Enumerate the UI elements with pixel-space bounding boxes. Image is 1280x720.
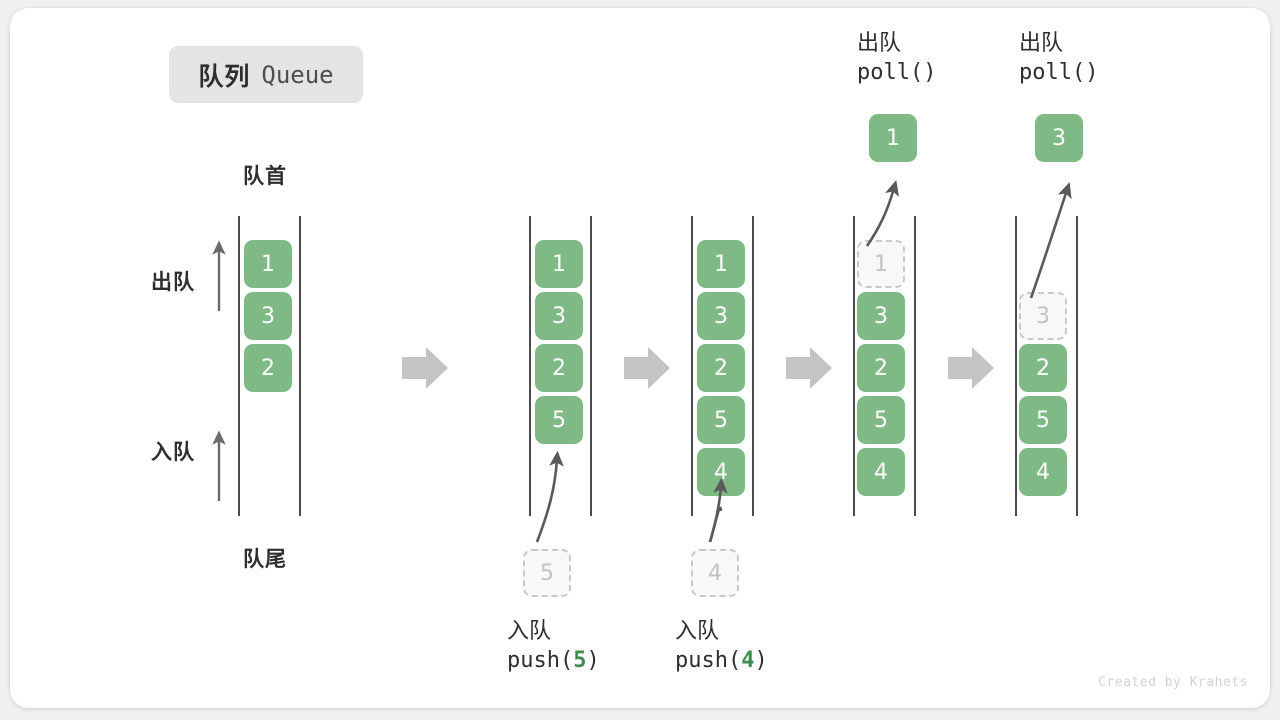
outgoing-ghost-cell: 3	[1019, 292, 1067, 340]
queue-cell: 5	[1019, 396, 1067, 444]
queue-cell: 2	[535, 344, 583, 392]
rail-left-col3	[691, 216, 693, 516]
step-arrow-2	[624, 347, 670, 389]
diagram-stage: 队列 Queue 队首 队尾 出队 入队 1 3 2 1 3 2 5 5 入队 …	[10, 8, 1270, 708]
dequeue-side-label: 出队	[151, 270, 195, 294]
queue-cell: 5	[535, 396, 583, 444]
rail-left-col1	[238, 216, 240, 516]
enqueue-caption-cn: 入队	[507, 619, 552, 644]
step-arrow-3	[786, 347, 832, 389]
title-cn: 队列	[198, 61, 251, 91]
dequeue-caption-1: 出队 poll()	[857, 30, 936, 87]
queue-cell: 2	[697, 344, 745, 392]
code-post: )	[923, 59, 937, 85]
rail-left-col4	[853, 216, 855, 516]
dequeue-caption-code: poll()	[857, 59, 936, 88]
diagram-card: 队列 Queue 队首 队尾 出队 入队 1 3 2 1 3 2 5 5 入队 …	[10, 8, 1270, 708]
queue-cell: 2	[244, 344, 292, 392]
code-pre: poll(	[1019, 59, 1086, 85]
step-arrow-4	[948, 347, 994, 389]
queue-cell: 4	[1019, 448, 1067, 496]
code-pre: push(	[675, 647, 742, 673]
rail-right-col3	[752, 216, 754, 516]
rail-right-col4	[914, 216, 916, 516]
rail-left-col2	[529, 216, 531, 516]
enqueue-caption-4: 入队 push(4)	[675, 618, 768, 675]
watermark: Created by Krahets	[1098, 675, 1248, 690]
enqueue-side-label: 入队	[151, 440, 195, 464]
queue-head-label: 队首	[243, 164, 287, 188]
outgoing-ghost-cell: 1	[857, 240, 905, 288]
code-pre: poll(	[857, 59, 924, 85]
code-num: 5	[573, 647, 587, 673]
rail-right-col5	[1076, 216, 1078, 516]
code-num: 4	[741, 647, 755, 673]
queue-cell: 4	[857, 448, 905, 496]
queue-cell: 1	[244, 240, 292, 288]
enqueue-caption-code: push(5)	[507, 647, 600, 676]
code-post: )	[586, 647, 600, 673]
dequeue-caption-3: 出队 poll()	[1019, 30, 1098, 87]
dequeue-caption-cn: 出队	[857, 31, 902, 56]
rail-left-col5	[1015, 216, 1017, 516]
code-pre: push(	[507, 647, 574, 673]
queue-cell: 2	[857, 344, 905, 392]
enqueue-caption-5: 入队 push(5)	[507, 618, 600, 675]
step-arrow-1	[402, 347, 448, 389]
rail-right-col2	[590, 216, 592, 516]
queue-cell: 5	[857, 396, 905, 444]
enqueue-caption-code: push(4)	[675, 647, 768, 676]
arrow-overlay	[212, 179, 1072, 543]
polled-cell: 3	[1035, 114, 1083, 162]
title-badge: 队列 Queue	[169, 46, 363, 103]
queue-cell: 3	[857, 292, 905, 340]
polled-cell: 1	[869, 114, 917, 162]
code-post: )	[754, 647, 768, 673]
push-5-arrow	[535, 450, 564, 543]
code-post: )	[1085, 59, 1099, 85]
queue-cell: 1	[697, 240, 745, 288]
queue-tail-label: 队尾	[243, 547, 287, 571]
incoming-ghost-cell: 5	[523, 549, 571, 597]
queue-cell: 3	[244, 292, 292, 340]
queue-cell: 3	[535, 292, 583, 340]
dequeue-caption-code: poll()	[1019, 59, 1098, 88]
poll-1-arrow	[865, 179, 900, 247]
queue-cell: 4	[697, 448, 745, 496]
queue-cell: 3	[697, 292, 745, 340]
queue-cell: 2	[1019, 344, 1067, 392]
title-en: Queue	[261, 60, 334, 89]
incoming-ghost-cell: 4	[691, 549, 739, 597]
queue-cell: 5	[697, 396, 745, 444]
queue-cell: 1	[535, 240, 583, 288]
rail-right-col1	[299, 216, 301, 516]
enqueue-caption-cn: 入队	[675, 619, 720, 644]
dequeue-caption-cn: 出队	[1019, 31, 1064, 56]
poll-3-arrow	[1029, 182, 1072, 299]
